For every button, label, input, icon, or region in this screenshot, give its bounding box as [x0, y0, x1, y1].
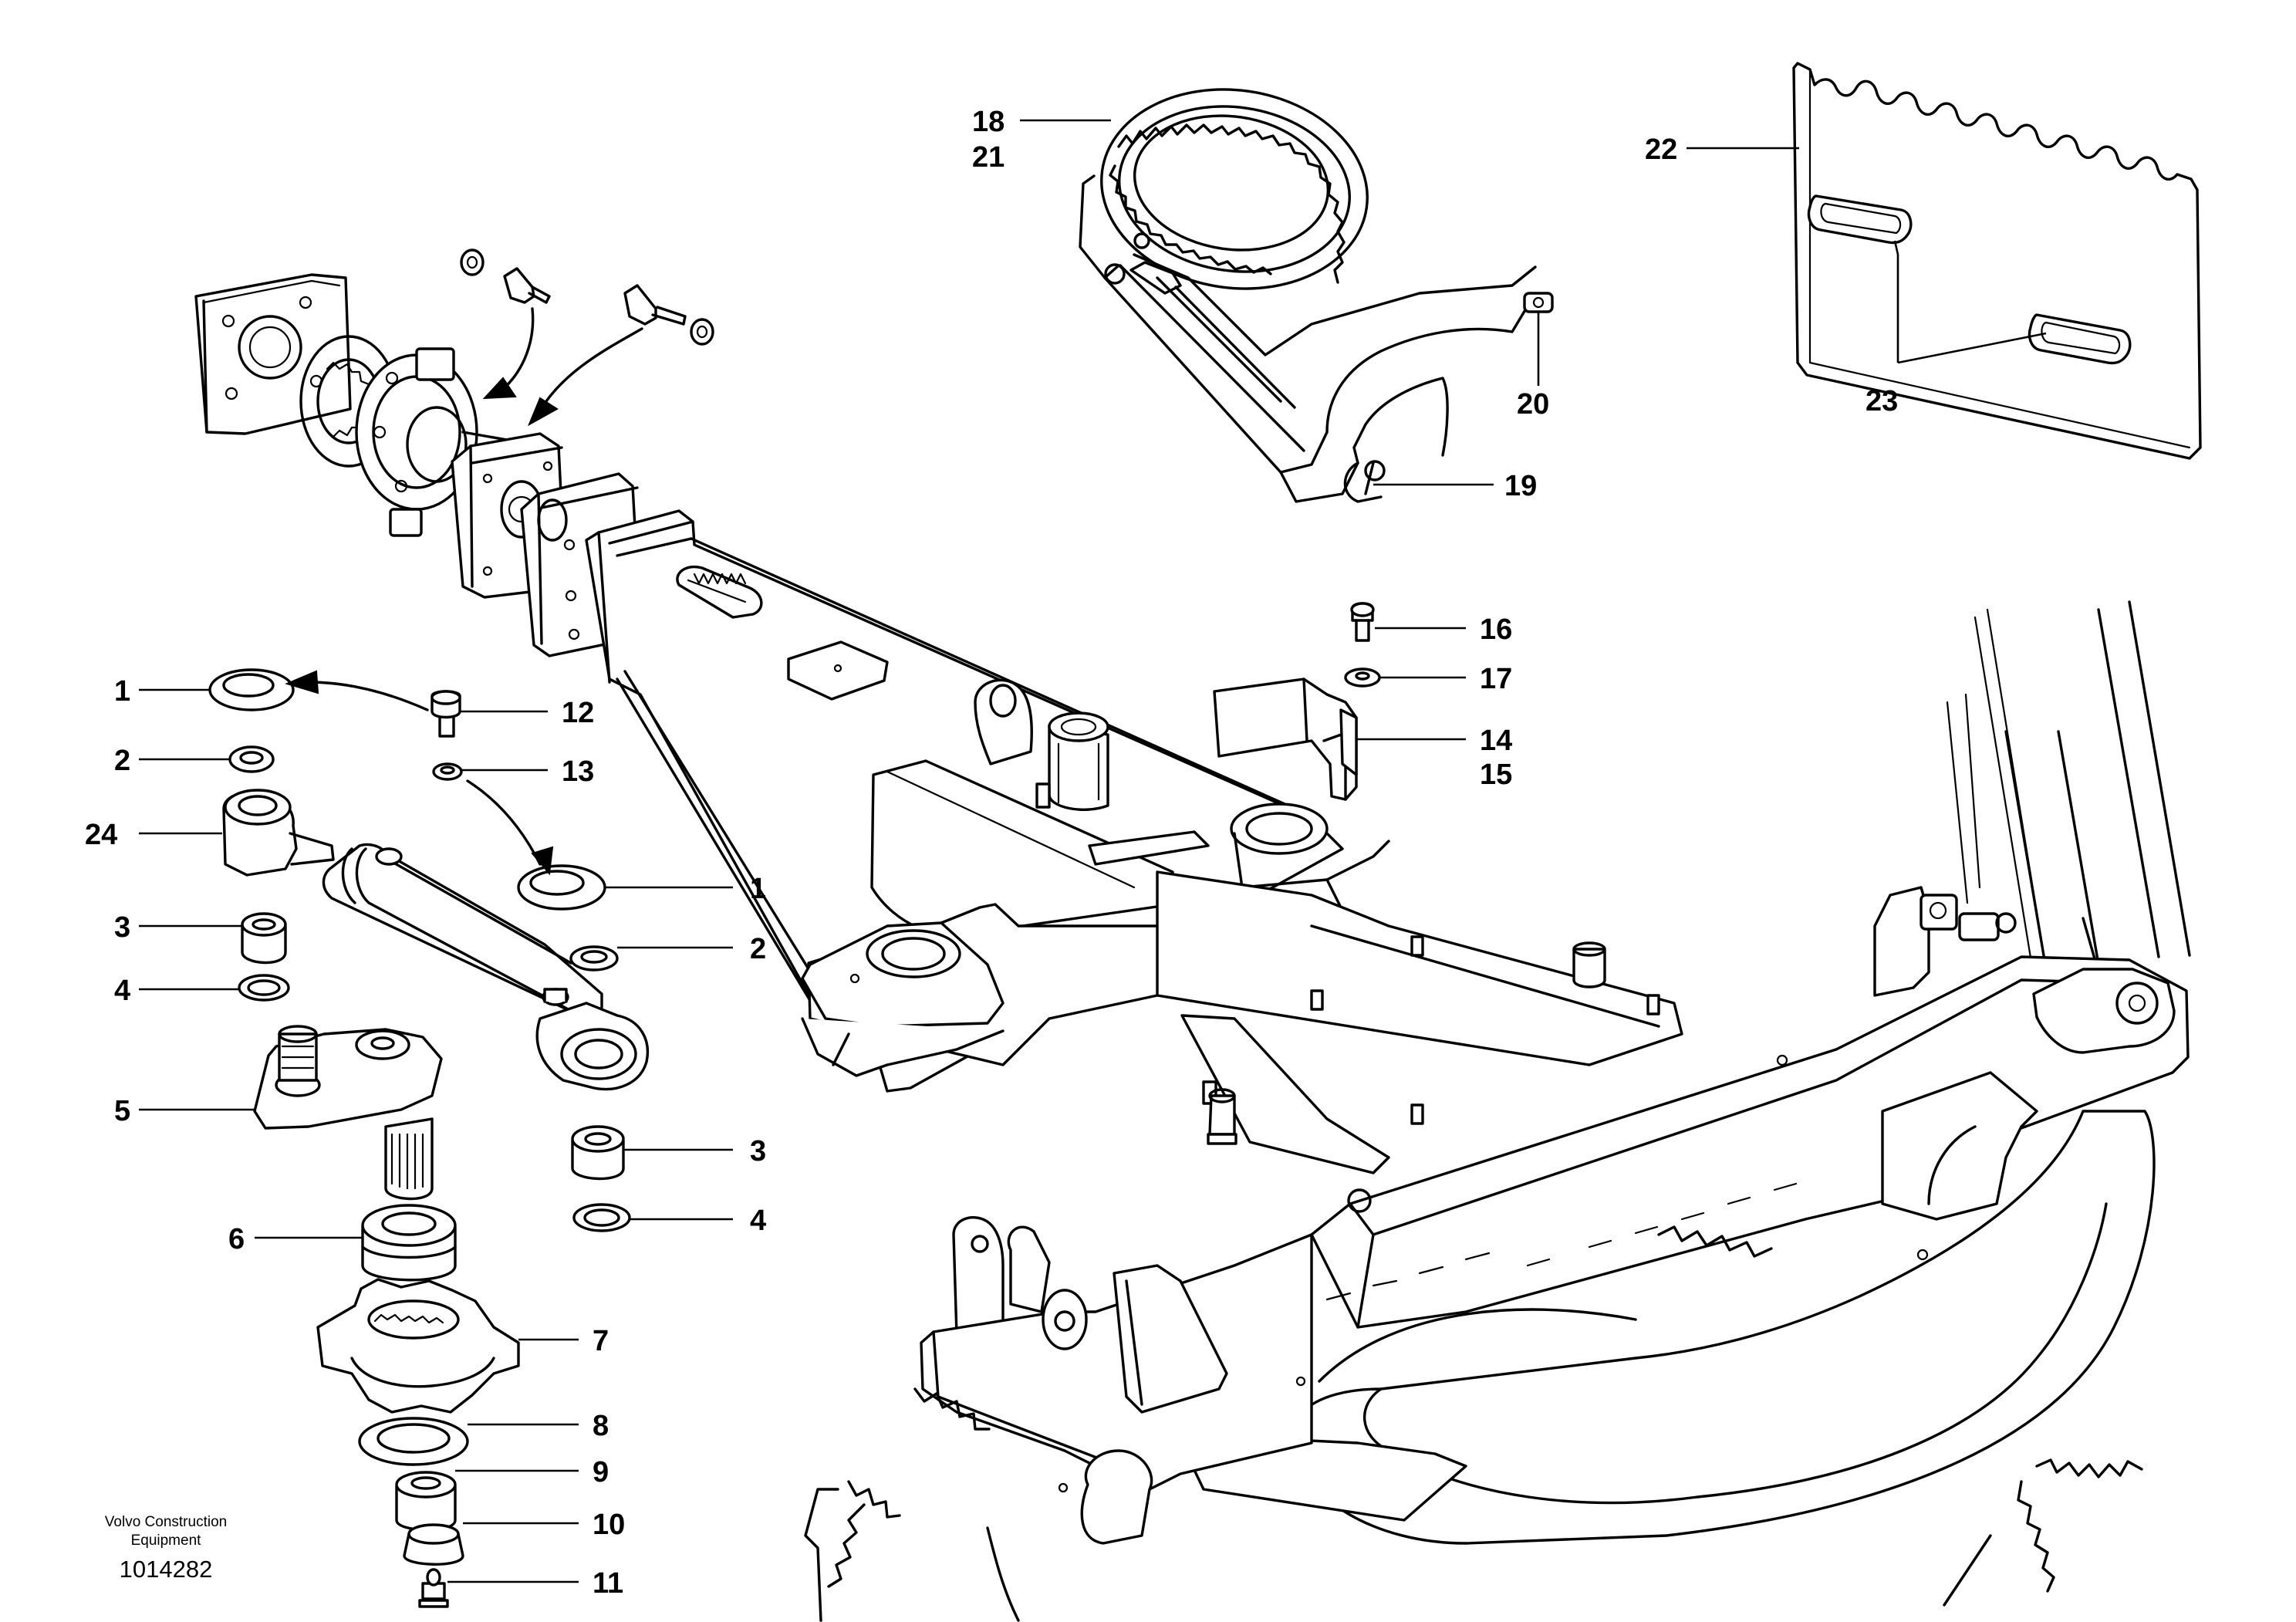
callout-8: 8 — [593, 1410, 609, 1442]
callout-labels: 1 2 24 3 4 5 6 7 8 9 10 11 12 13 1 2 3 4… — [85, 106, 1898, 1600]
callout-15: 15 — [1480, 759, 1512, 791]
callout-4-right: 4 — [750, 1205, 766, 1237]
callout-7: 7 — [593, 1325, 609, 1357]
callout-24: 24 — [85, 819, 117, 851]
callout-23: 23 — [1866, 385, 1898, 417]
callout-17: 17 — [1480, 663, 1512, 695]
callout-6: 6 — [228, 1223, 245, 1255]
callout-12: 12 — [562, 697, 594, 729]
callout-3-right: 3 — [750, 1135, 766, 1168]
caption-company-line2: Equipment — [131, 1532, 202, 1549]
callout-9: 9 — [593, 1456, 609, 1489]
callout-2-lower: 2 — [750, 933, 766, 965]
callout-19: 19 — [1504, 470, 1537, 502]
callout-5: 5 — [114, 1095, 130, 1127]
cylinder-parts — [208, 668, 649, 1608]
callout-13: 13 — [562, 755, 594, 788]
caption-company-line1: Volvo Construction — [105, 1514, 227, 1530]
callout-4-left: 4 — [114, 975, 130, 1007]
callout-1-upper: 1 — [114, 675, 130, 708]
callout-3-left: 3 — [114, 911, 130, 944]
fasteners-top — [460, 248, 714, 427]
slewing-ring-assembly — [1079, 88, 1554, 503]
clamp-bracket — [1213, 602, 1381, 801]
leader-lines — [139, 119, 2047, 1583]
boom-arm — [194, 273, 1683, 1174]
callout-20: 20 — [1517, 388, 1549, 421]
caption: Volvo Construction Equipment 1014282 — [105, 1514, 227, 1583]
main-frame — [804, 600, 2191, 1622]
callout-10: 10 — [593, 1509, 625, 1541]
callout-1-lower: 1 — [750, 873, 766, 905]
callout-16: 16 — [1480, 613, 1512, 646]
callout-14: 14 — [1480, 725, 1512, 757]
callout-21: 21 — [972, 141, 1004, 174]
callout-18: 18 — [972, 106, 1004, 138]
callout-11: 11 — [593, 1567, 623, 1600]
caption-drawing-number: 1014282 — [120, 1556, 213, 1583]
rack-plate — [1792, 62, 2202, 460]
callout-22: 22 — [1645, 133, 1677, 166]
callout-2-upper: 2 — [114, 745, 130, 777]
